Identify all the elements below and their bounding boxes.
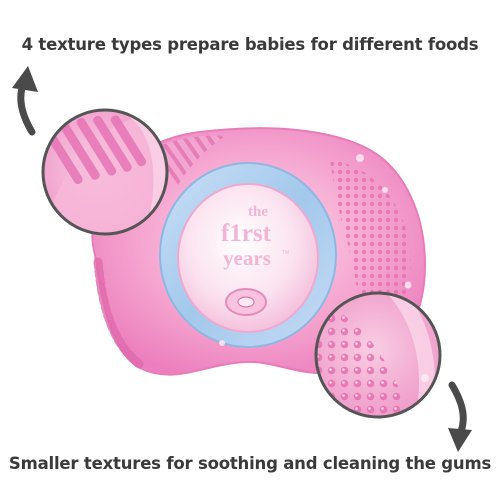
top-caption: 4 texture types prepare babies for diffe…	[21, 35, 479, 54]
teether-ridge-texture	[150, 135, 225, 185]
teether-center-button-inner	[237, 296, 255, 308]
bottom-caption: Smaller textures for soothing and cleani…	[8, 454, 492, 473]
logo-years: years	[223, 246, 271, 270]
logo-the: the	[248, 204, 268, 220]
logo-first: f1rst	[221, 220, 272, 247]
teether-bumpy-edge	[93, 257, 147, 371]
droplet	[382, 187, 388, 193]
zoom-circle-top-border	[41, 108, 169, 236]
curved-arrow-up-icon	[12, 66, 38, 136]
droplet	[404, 281, 412, 289]
teether-center-disc	[177, 183, 319, 333]
curved-arrow-down-icon	[448, 381, 472, 452]
droplet	[219, 340, 225, 346]
logo-trademark: TM	[282, 250, 289, 256]
droplet	[356, 154, 364, 162]
zoom-circle-bottom-border	[314, 291, 442, 419]
zoom-circle-bottom	[314, 291, 442, 419]
